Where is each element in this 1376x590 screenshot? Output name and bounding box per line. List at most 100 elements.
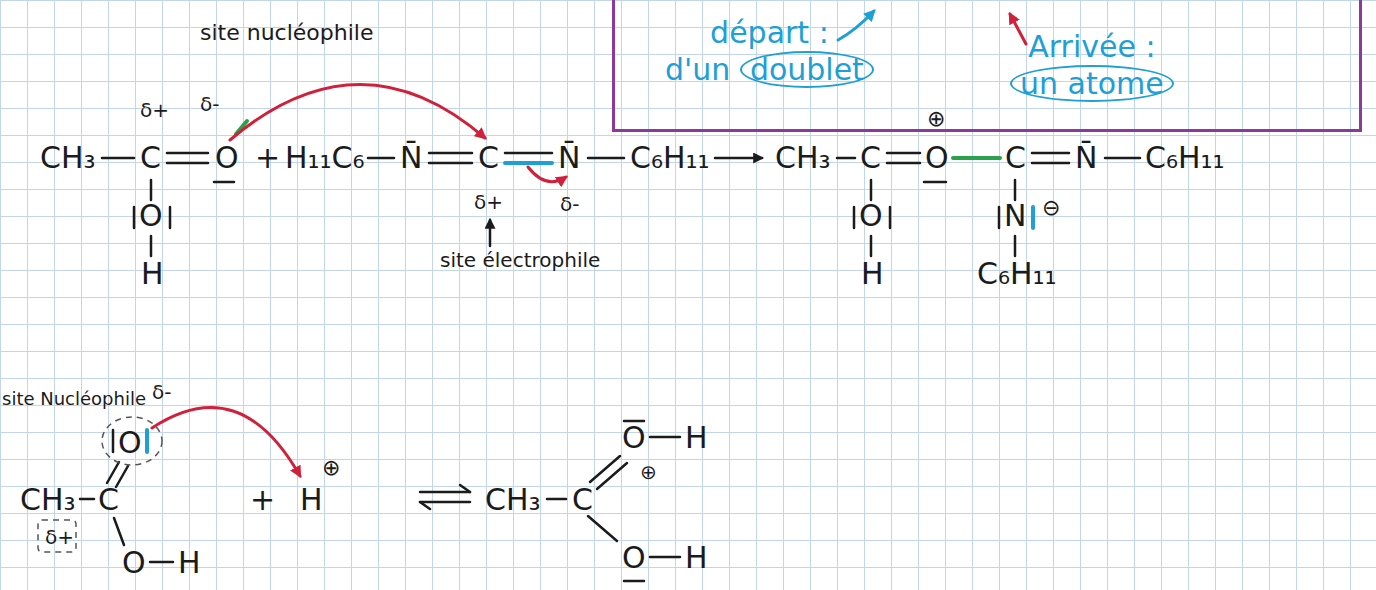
bond-lines: [853, 207, 856, 228]
bond-lines: [112, 430, 115, 452]
atom-symbol: C: [860, 140, 881, 176]
bond-lines: [1032, 152, 1069, 155]
atom-group: C₆H₁₁: [1145, 140, 1225, 176]
bond-lines: [924, 181, 946, 184]
atom-symbol: O: [139, 198, 163, 234]
curved-electron-arrows: [838, 11, 874, 40]
bond-lines: [1105, 157, 1140, 160]
atom-symbol: C: [572, 482, 593, 518]
formal-charge: ⊕: [322, 455, 340, 481]
atom-symbol: O: [122, 545, 146, 581]
curved-electron-arrows: [152, 407, 300, 476]
partial-charge: δ+: [474, 190, 503, 214]
highlighted-doublets: [1031, 207, 1035, 228]
atom-symbol: O: [859, 198, 883, 234]
note-box: départ : d'un doublet Arrivée : un atome: [612, 0, 1362, 132]
atom-symbol: O: [925, 140, 949, 176]
bond-lines: [80, 153, 1140, 581]
formal-charge: ⊖: [1042, 195, 1060, 221]
bond-lines: [597, 463, 627, 489]
partial-charge: δ+: [140, 98, 169, 122]
bond-lines: [1014, 236, 1017, 256]
bond-lines: [870, 180, 873, 200]
bond-lines: [107, 462, 119, 483]
highlighted-doublets: [953, 156, 1000, 160]
atom-symbol: H: [141, 256, 164, 292]
atom-symbol: O: [118, 425, 142, 461]
atom-symbol: N̄: [1075, 140, 1097, 176]
bond-lines: [429, 152, 472, 155]
bond-lines: [624, 580, 644, 583]
bond-lines: [998, 207, 1001, 228]
atom-group: CH₃: [20, 482, 76, 518]
atom-symbol: C: [98, 482, 119, 518]
partial-charge: δ-: [200, 92, 219, 116]
site-annotation: site électrophile: [440, 248, 600, 272]
atom-symbol: H: [178, 545, 201, 581]
partial-charge: δ+: [45, 525, 74, 549]
atom-group: H₁₁C₆: [285, 140, 365, 176]
atom-group: CH₃: [775, 140, 831, 176]
bond-lines: [169, 207, 172, 228]
plus-sign: +: [250, 482, 275, 518]
highlighted-doublets: [505, 161, 552, 165]
bond-lines: [429, 162, 472, 165]
bond-lines: [887, 162, 920, 165]
curved-electron-arrows: [230, 84, 485, 140]
bond-lines: [368, 157, 394, 160]
reaction-arrows: [420, 502, 430, 509]
atom-symbol: N: [1004, 198, 1026, 234]
reaction-arrows: [420, 158, 762, 509]
atom-group: CH₃: [485, 482, 541, 518]
bond-lines: [150, 236, 153, 256]
bond-lines: [588, 157, 624, 160]
bond-lines: [214, 181, 234, 184]
bond-lines: [590, 456, 620, 482]
note-text: Arrivée : un atome: [1010, 29, 1174, 102]
bond-lines: [1032, 162, 1069, 165]
bond-lines: [167, 162, 208, 165]
reaction-arrows: [489, 220, 492, 246]
bond-lines: [1014, 180, 1017, 200]
bond-lines: [870, 236, 873, 256]
highlighted-doublets: [147, 121, 1033, 452]
dashed-outlines: [102, 417, 162, 465]
highlighted-doublets: [145, 430, 149, 452]
bond-lines: [150, 561, 173, 564]
atom-symbol: N̄: [400, 140, 422, 176]
reaction-arrows: [420, 491, 470, 494]
atom-symbol: H: [685, 420, 708, 456]
bond-lines: [889, 207, 892, 228]
dashed-outlines: [38, 520, 76, 552]
atom-symbol: N̄: [558, 140, 580, 176]
reaction-arrows: [460, 485, 470, 492]
curved-electron-arrows: [152, 11, 1026, 476]
bond-lines: [650, 556, 680, 559]
atom-symbol: H: [685, 540, 708, 576]
atom-group: C₆H₁₁: [630, 140, 710, 176]
plus-sign: +: [255, 140, 280, 176]
site-annotation: site Nucléophile: [2, 388, 146, 410]
reaction-arrows: [420, 501, 470, 504]
bond-lines: [887, 152, 920, 155]
partial-charge: δ-: [152, 380, 171, 404]
reaction-arrows: [715, 157, 762, 160]
note-text: départ : d'un doublet: [665, 15, 874, 88]
atom-symbol: C: [1005, 140, 1026, 176]
bond-lines: [837, 157, 855, 160]
atom-symbol: CH₃: [40, 140, 96, 176]
atom-symbol: O: [215, 140, 239, 176]
atom-symbol: C: [140, 140, 161, 176]
bond-lines: [102, 157, 134, 160]
atom-group: C₆H₁₁: [977, 256, 1057, 292]
bond-lines: [80, 498, 94, 501]
bond-lines: [588, 516, 617, 541]
bond-lines: [167, 152, 208, 155]
formal-charge: ⊕: [927, 106, 945, 132]
atom-symbol: H: [300, 482, 323, 518]
atom-symbol: H: [861, 256, 884, 292]
curved-electron-arrows: [1010, 14, 1026, 44]
bond-lines: [505, 152, 552, 155]
partial-charge: δ-: [560, 192, 579, 216]
